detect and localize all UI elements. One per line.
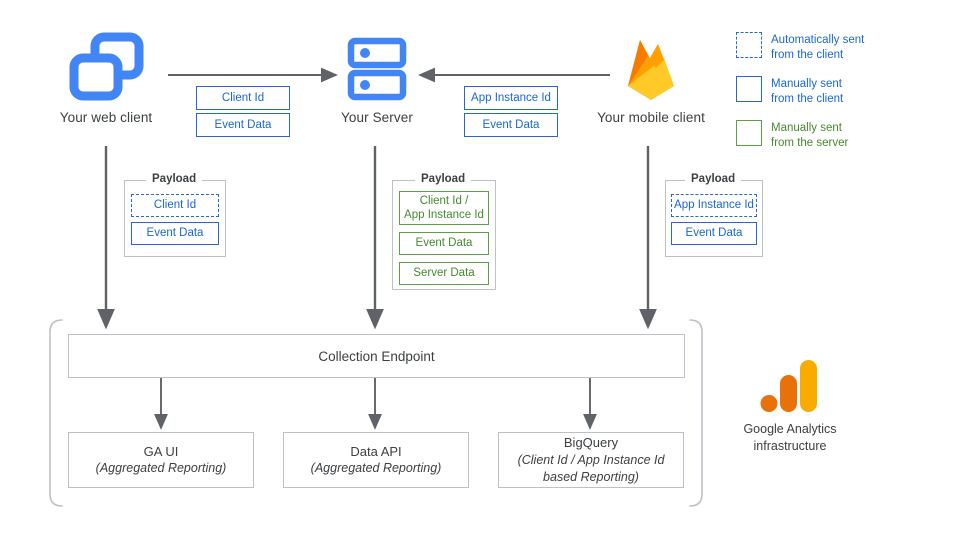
legend: Automatically sent from the client Manua…: [736, 32, 946, 151]
payload-mobile-item-event-data: Event Data: [671, 222, 757, 245]
legend-swatch-solid-green-icon: [736, 119, 762, 146]
collection-endpoint-box: Collection Endpoint: [68, 334, 685, 378]
infrastructure-bracket-right: [689, 319, 703, 507]
transit-chip-event-data-mobile: Event Data: [464, 113, 558, 137]
server-racks-icon: [347, 37, 407, 101]
output-bigquery-title: BigQuery: [563, 435, 619, 451]
payload-server-item-event-data: Event Data: [399, 232, 489, 255]
output-ga-ui-subtitle: (Aggregated Reporting): [95, 461, 227, 476]
output-box-bigquery: BigQuery (Client Id / App Instance Id ba…: [498, 432, 684, 488]
infrastructure-bracket-left: [49, 319, 63, 507]
legend-label-manual-client: Manually sent from the client: [771, 77, 844, 105]
node-mobile-client-label: Your mobile client: [597, 110, 705, 125]
google-analytics-brand: Google Analytics infrastructure: [700, 358, 880, 455]
node-mobile-client: [618, 34, 684, 104]
legend-label-manual-server: Manually sent from the server: [771, 121, 849, 149]
payload-mobile-client-title: Payload: [685, 173, 742, 185]
payload-server-title: Payload: [415, 173, 472, 185]
browser-windows-icon: [69, 32, 144, 101]
node-web-client: [56, 32, 156, 102]
output-box-data-api: Data API (Aggregated Reporting): [283, 432, 469, 488]
payload-server-item-server-data: Server Data: [399, 262, 489, 285]
output-bigquery-subtitle: (Client Id / App Instance Id based Repor…: [517, 452, 665, 484]
output-data-api-subtitle: (Aggregated Reporting): [310, 461, 442, 476]
legend-swatch-solid-blue-icon: [736, 75, 762, 102]
payload-mobile-client: [665, 180, 763, 257]
node-server-label: Your Server: [341, 110, 413, 125]
transit-chip-app-instance-id: App Instance Id: [464, 86, 558, 110]
node-web-client-label: Your web client: [59, 110, 153, 125]
payload-server-item-ids-text: Client Id / App Instance Id: [404, 194, 484, 221]
output-data-api-title: Data API: [350, 443, 402, 459]
payload-web-item-client-id: Client Id: [131, 194, 219, 217]
legend-item-manual-client: Manually sent from the client: [736, 75, 946, 107]
legend-item-manual-server: Manually sent from the server: [736, 119, 946, 151]
output-box-ga-ui: GA UI (Aggregated Reporting): [68, 432, 254, 488]
payload-mobile-item-app-instance-id: App Instance Id: [671, 194, 757, 217]
legend-label-auto-client: Automatically sent from the client: [771, 34, 865, 61]
legend-item-auto-client: Automatically sent from the client: [736, 32, 946, 63]
google-analytics-logo: [760, 360, 817, 412]
output-ga-ui-title: GA UI: [143, 443, 179, 459]
payload-web-client-title: Payload: [146, 173, 203, 185]
node-server: [345, 37, 409, 102]
transit-chip-event-data: Event Data: [196, 113, 290, 137]
firebase-flame-icon: [628, 40, 674, 100]
legend-swatch-dashed-blue-icon: [736, 32, 762, 58]
payload-server-item-ids: Client Id / App Instance Id: [399, 191, 489, 225]
google-analytics-caption: Google Analytics infrastructure: [743, 422, 837, 453]
transit-chip-client-id: Client Id: [196, 86, 290, 110]
payload-web-client: [124, 180, 226, 257]
payload-web-item-event-data: Event Data: [131, 222, 219, 245]
